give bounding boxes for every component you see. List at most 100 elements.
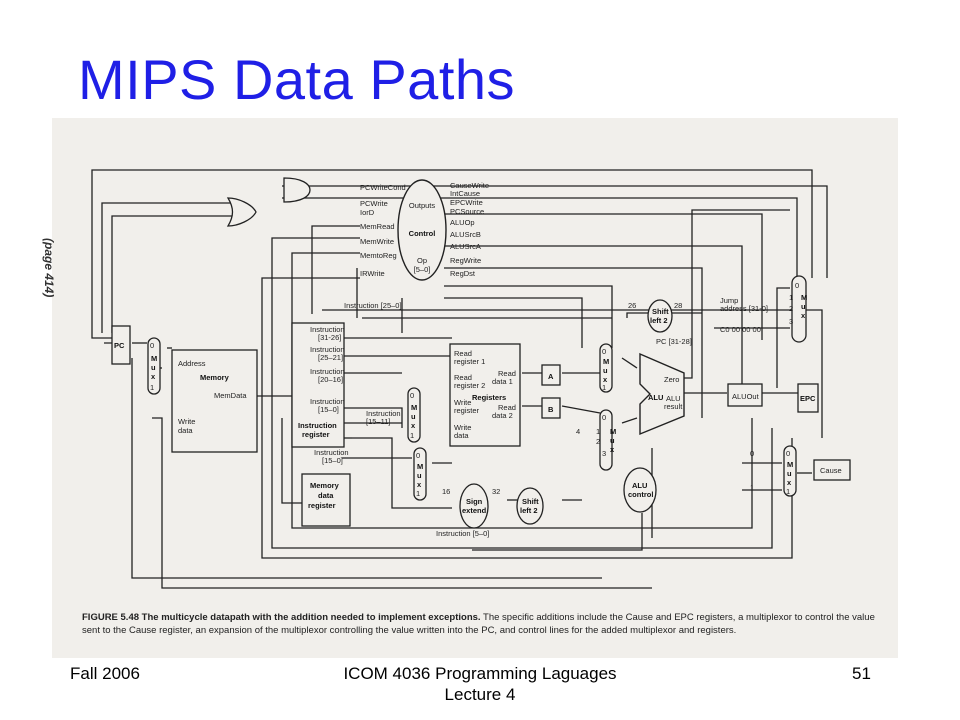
reg-read-data2: Read	[498, 403, 516, 412]
control-outputs-label: Outputs	[409, 201, 436, 210]
mux-label: u	[417, 471, 422, 480]
footer-date: Fall 2006	[70, 664, 140, 683]
mux-input-1: 1	[410, 431, 414, 440]
mux-label: x	[603, 375, 608, 384]
mux-label: u	[610, 436, 615, 445]
register-a	[541, 364, 561, 386]
pcsource-mux	[791, 275, 807, 343]
control-right-signals: CauseWrite IntCause EPCWrite PCSource AL…	[450, 181, 489, 278]
mdr-label: register	[308, 501, 336, 510]
mux-input-2: 2	[789, 304, 793, 313]
reg-read1: register 1	[454, 357, 485, 366]
signal-label: ALUSrcA	[450, 242, 481, 251]
mux-input-3: 3	[602, 449, 606, 458]
reg-write-data: data	[454, 431, 469, 440]
instr-15-0: Instruction	[314, 448, 349, 457]
memory-address: Address	[178, 359, 206, 368]
footer-page-number: 51	[852, 664, 871, 683]
shift-label: left 2	[520, 506, 538, 515]
mux-input-1: 1	[150, 383, 154, 392]
slide-title: MIPS Data Paths	[78, 48, 516, 111]
pc-31-28: PC [31-28]	[656, 337, 692, 346]
mux-input-0: 0	[150, 341, 154, 350]
mux-label: u	[411, 412, 416, 421]
aluout-label: ALUOut	[732, 392, 760, 401]
mdr-label: data	[318, 491, 334, 500]
signal-label: MemtoReg	[360, 251, 397, 260]
signal-label: CauseWrite	[450, 181, 489, 190]
alu-zero: Zero	[664, 375, 679, 384]
instr-15-11: [15–11]	[366, 417, 390, 426]
bits-26: 26	[628, 301, 636, 310]
instr-field: Instruction	[310, 345, 345, 354]
memory-label: Memory	[200, 373, 230, 382]
pc-register	[111, 325, 131, 365]
signal-label: MemRead	[360, 222, 395, 231]
signal-label: PCWriteCond	[360, 183, 406, 192]
figure-caption: FIGURE 5.48 The multicycle datapath with…	[82, 612, 882, 637]
mux-input-0: 0	[416, 451, 420, 460]
mux-input-1: 1	[596, 427, 600, 436]
shift-left2-branch	[516, 487, 544, 525]
cause-in-0: 0	[750, 449, 754, 458]
sign-extend-label: extend	[462, 506, 487, 515]
reg-write: register	[454, 406, 480, 415]
bits-32: 32	[492, 487, 500, 496]
reg-read1: Read	[454, 349, 472, 358]
bits-16: 16	[442, 487, 450, 496]
mux-input-0: 0	[602, 347, 606, 356]
caption-bold: The multicycle datapath with the additio…	[141, 612, 481, 623]
signal-label: RegWrite	[450, 256, 481, 265]
signal-label: IorD	[360, 208, 375, 217]
datapath-figure: (page 414)	[42, 118, 898, 658]
register-b	[541, 397, 561, 419]
mux-input-0: 0	[786, 449, 790, 458]
mux-label: M	[787, 460, 793, 469]
reg-read-data1: data 1	[492, 377, 513, 386]
alusrca-mux	[599, 343, 613, 393]
constant-c0: C0 00 00 00	[720, 325, 761, 334]
mux-label: x	[151, 372, 156, 381]
sign-extend	[459, 483, 489, 529]
instr-field: Instruction	[310, 397, 345, 406]
epc-label: EPC	[800, 394, 816, 403]
memory-block	[171, 349, 258, 453]
mux-label: u	[151, 363, 156, 372]
alu-result: ALU	[666, 394, 681, 403]
caption-label: FIGURE 5.48	[82, 612, 140, 623]
instr-15-11: Instruction	[366, 409, 401, 418]
memory-data: data	[178, 426, 193, 435]
sign-extend-label: Sign	[466, 497, 483, 506]
shift-label: Shift	[652, 307, 669, 316]
reg-read-data1: Read	[498, 369, 516, 378]
memory-memdata: MemData	[214, 391, 247, 400]
alu-control-label: ALU	[632, 481, 647, 490]
mux-label: M	[411, 403, 417, 412]
alu-control	[623, 467, 657, 513]
register-file	[449, 343, 521, 447]
mux-input-1: 1	[789, 293, 793, 302]
mux-label: u	[801, 302, 806, 311]
signal-label: EPCWrite	[450, 198, 483, 207]
instr-field: [20–16]	[318, 375, 343, 384]
reg-write-data: Write	[454, 423, 471, 432]
mdr-label: Memory	[310, 481, 340, 490]
signal-label: IntCause	[450, 189, 480, 198]
signal-label: ALUOp	[450, 218, 475, 227]
mux-input-1: 1	[416, 489, 420, 498]
reg-read2: register 2	[454, 381, 485, 390]
cause-label: Cause	[820, 466, 842, 475]
signal-label: ALUSrcB	[450, 230, 481, 239]
jump-address: Jump	[720, 296, 738, 305]
mux-label: u	[603, 366, 608, 375]
control-op-label: Op	[417, 256, 427, 265]
reg-a-label: A	[548, 372, 554, 381]
instr-15-0: [15–0]	[322, 456, 343, 465]
mux-label: x	[411, 421, 416, 430]
mux-input-3: 3	[789, 317, 793, 326]
mux-input-2: 2	[596, 437, 600, 446]
memory-data-register	[301, 473, 351, 527]
control-op-bits: [5–0]	[414, 265, 431, 274]
shift-left2-jump	[647, 299, 673, 333]
control-label: Control	[409, 229, 436, 238]
